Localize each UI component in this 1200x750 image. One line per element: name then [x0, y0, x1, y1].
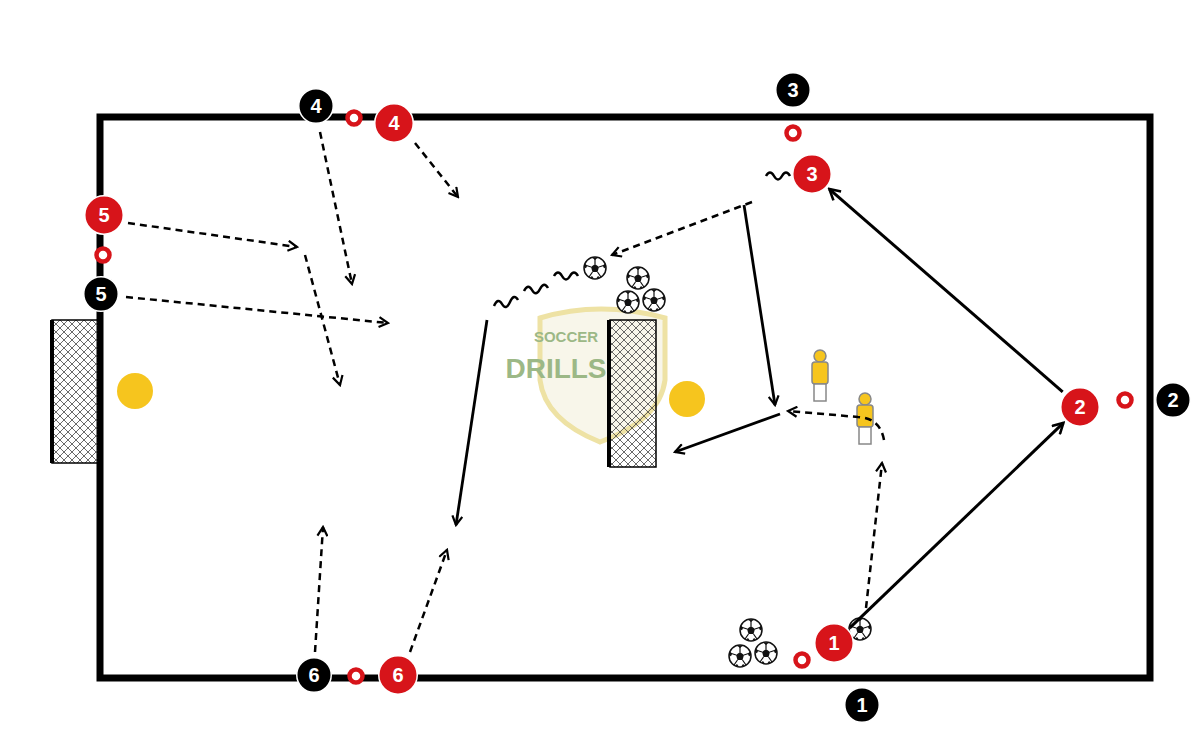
player-marker: 2 — [1060, 387, 1100, 427]
ball — [643, 289, 665, 311]
cone — [97, 249, 110, 262]
runs — [126, 132, 884, 652]
cones — [97, 112, 1132, 683]
shot-path — [675, 414, 780, 452]
cone — [350, 670, 363, 683]
ball — [740, 619, 762, 641]
dribble-squiggle — [554, 273, 578, 280]
run-path — [415, 143, 458, 197]
left-goal — [52, 320, 98, 463]
run-path — [866, 463, 882, 608]
mannequin-head — [859, 393, 871, 405]
pass-arrow — [851, 423, 1064, 627]
player-circle-shape — [85, 196, 124, 235]
mannequin-body — [812, 362, 828, 384]
player-number: 5 — [84, 195, 124, 235]
mannequin-head — [814, 350, 826, 362]
mannequin-legs — [814, 384, 826, 401]
player-marker: 4 — [374, 103, 414, 143]
player-number: 2 — [1060, 387, 1100, 427]
run-path — [320, 132, 352, 284]
player-marker: 3 — [792, 154, 832, 194]
player-number: 4 — [374, 103, 414, 143]
goalkeeper-marker — [117, 373, 153, 409]
dribble-squiggles — [494, 173, 790, 308]
run-path — [305, 255, 340, 385]
player-circle-shape — [776, 73, 811, 108]
player-number: 5 — [83, 276, 119, 312]
player-circle-shape — [815, 624, 854, 663]
player-number: 3 — [775, 72, 811, 108]
player-marker: 6 — [378, 655, 418, 695]
mannequin — [812, 350, 828, 401]
player-number: 2 — [1155, 382, 1191, 418]
goal-post — [607, 320, 611, 467]
ball — [617, 291, 639, 313]
center-goal — [610, 320, 656, 467]
pass-path — [744, 205, 775, 405]
player-marker: 1 — [814, 623, 854, 663]
player-circle-shape — [84, 277, 119, 312]
run-path — [410, 550, 447, 652]
run-path — [128, 223, 297, 247]
pass-arrow — [829, 189, 1062, 392]
player-marker: 1 — [844, 687, 880, 723]
cone — [1119, 394, 1132, 407]
ball — [584, 257, 606, 279]
ball — [755, 642, 777, 664]
player-marker: 2 — [1155, 382, 1191, 418]
player-number: 1 — [814, 623, 854, 663]
player-circle-shape — [1061, 388, 1100, 427]
run-path — [315, 527, 323, 652]
player-marker: 5 — [84, 195, 124, 235]
ball — [627, 267, 649, 289]
pass-path — [456, 320, 487, 525]
goalkeeper-marker — [669, 381, 705, 417]
watermark-text: DRILLS — [505, 355, 606, 383]
player-number: 6 — [378, 655, 418, 695]
player-number: 3 — [792, 154, 832, 194]
passes — [456, 205, 780, 525]
player-marker: 4 — [298, 88, 334, 124]
player-marker: 3 — [775, 72, 811, 108]
cone — [796, 654, 809, 667]
cone — [787, 127, 800, 140]
mannequin-legs — [859, 427, 871, 444]
field-boundary — [100, 117, 1150, 678]
player-circle-shape — [379, 656, 418, 695]
dribble-squiggle — [766, 173, 790, 180]
dribble-squiggle — [494, 297, 518, 307]
player-circle-shape — [297, 658, 332, 693]
run-path — [126, 297, 388, 323]
dribble-path — [788, 411, 884, 440]
dribble-path — [612, 202, 752, 255]
watermark-text: SOCCER — [534, 329, 598, 344]
balls — [584, 257, 871, 667]
player-number: 6 — [296, 657, 332, 693]
player-marker: 5 — [83, 276, 119, 312]
player-circle-shape — [793, 155, 832, 194]
ball — [729, 645, 751, 667]
goal-post — [50, 320, 54, 463]
player-number: 1 — [844, 687, 880, 723]
dribble-squiggle — [524, 285, 548, 294]
player-circle-shape — [299, 89, 334, 124]
player-circle-shape — [845, 688, 880, 723]
player-number: 4 — [298, 88, 334, 124]
player-circle-shape — [375, 104, 414, 143]
player-circle-shape — [1156, 383, 1191, 418]
cone — [348, 112, 361, 125]
player-marker: 6 — [296, 657, 332, 693]
